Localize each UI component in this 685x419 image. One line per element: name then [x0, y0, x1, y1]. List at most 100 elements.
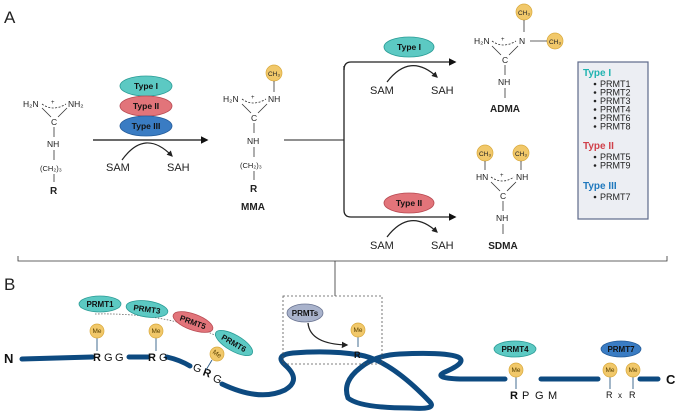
inset-residue: R — [354, 350, 361, 360]
branch-top-line — [343, 58, 457, 71]
prmt1-label: PRMT1 — [86, 300, 114, 309]
motif-rgg-r: R — [93, 352, 101, 364]
substrate-chain: (CH₂)₃ — [40, 164, 62, 173]
motif-rpgm-m: M — [548, 390, 557, 402]
n-terminus: N — [4, 351, 13, 366]
type2-branch-pill — [383, 192, 435, 214]
motif-rxr-r2: R — [629, 390, 636, 400]
me-label-prmt4: Me — [511, 367, 520, 374]
methyl-ball — [350, 322, 366, 338]
adma-nh: NH — [498, 77, 510, 87]
prmt4-label: PRMT4 — [501, 345, 529, 354]
motif-grg-g1: G — [191, 362, 203, 376]
motif-rxr-x: x — [618, 391, 622, 400]
substrate-nh: NH — [47, 139, 59, 149]
methyl-ball — [625, 362, 641, 378]
substrate-carbon: C — [51, 117, 57, 127]
substrate-charge: + — [51, 100, 55, 106]
legend-group-title: Type III — [583, 181, 617, 192]
prmt3-label: PRMT3 — [133, 303, 162, 316]
motif-rg-r: R — [148, 352, 156, 364]
substrate-r: R — [50, 186, 58, 197]
bullet-icon — [593, 82, 597, 86]
sam-label-1: SAM — [106, 162, 130, 174]
sah-label-top: SAH — [431, 85, 454, 97]
sdma-methyl-2: CH₃ — [515, 151, 527, 158]
motif-rpgm-g: G — [535, 390, 544, 402]
enzyme-stack: Type I Type II Type III — [119, 75, 173, 137]
mma-right-group: NH — [268, 94, 280, 104]
motif-rpgm-p: P — [522, 390, 529, 402]
legend-item: PRMT1 — [600, 79, 631, 89]
prmt7-label: PRMT7 — [607, 345, 635, 354]
panel-bracket — [17, 256, 668, 262]
sdma-name: SDMA — [488, 241, 517, 252]
type3-pill — [119, 115, 173, 137]
zoom-inset-box — [282, 295, 383, 365]
cofactor-arc-1 — [121, 142, 173, 161]
legend-item: PRMT5 — [600, 152, 631, 162]
bullet-icon — [593, 108, 597, 111]
sah-label-bottom: SAH — [431, 240, 454, 252]
sam-label-top: SAM — [370, 85, 394, 97]
branch-bottom-line — [343, 66, 457, 221]
sdma-nh: NH — [496, 213, 508, 223]
bullet-icon — [593, 164, 597, 167]
mma-chain: (CH₂)₃ — [240, 161, 262, 170]
panel-b-label: B — [4, 275, 15, 294]
bullet-icon — [593, 116, 597, 120]
mma-r: R — [250, 184, 258, 195]
me-label-2: Me — [151, 328, 160, 335]
me-label-1: Me — [92, 328, 101, 335]
c-terminus: C — [666, 372, 676, 387]
adma-carbon: C — [502, 55, 508, 65]
prmt3-pill — [125, 300, 169, 318]
prmts-pill — [286, 303, 324, 323]
sdma-carbon: C — [500, 191, 506, 201]
legend-item: PRMT4 — [600, 105, 631, 115]
prmts-label: PRMTs — [292, 309, 319, 318]
legend-item: PRMT3 — [600, 96, 631, 106]
motif-rgg-g1: G — [104, 352, 113, 364]
prmt7-pill — [600, 340, 642, 358]
protein-chain — [19, 349, 661, 411]
adma-name: ADMA — [490, 104, 520, 115]
sdma-left-group: HN — [476, 172, 488, 182]
substrate-right-group: NH₂ — [68, 99, 84, 109]
mma-nh: NH — [247, 136, 259, 146]
type1-pill-label: Type I — [134, 81, 158, 91]
prmt4-pill — [493, 340, 537, 358]
motif-grg-g2: G — [211, 373, 223, 387]
me-label-prmt7-1: Me — [605, 367, 614, 374]
legend-item: PRMT6 — [600, 113, 631, 123]
methyl-ball — [89, 323, 105, 339]
mma-charge: + — [251, 95, 255, 101]
legend-item: PRMT2 — [600, 88, 631, 98]
cofactor-arc-top — [386, 65, 438, 83]
mma-structure: CH₃ H₂N NH + C NH (CH₂)₃ R MMA — [223, 64, 283, 213]
legend-item: PRMT9 — [600, 161, 631, 171]
adma-left-group: H₂N — [474, 36, 490, 46]
mma-left-group: H₂N — [223, 94, 239, 104]
methyl-ball — [602, 362, 618, 378]
legend-group-title: Type II — [583, 141, 614, 152]
bullet-icon — [593, 195, 597, 199]
adma-right-group: N — [519, 36, 525, 46]
sdma-charge: + — [500, 173, 504, 179]
sah-label-1: SAH — [167, 162, 190, 174]
motif-rg-g: G — [159, 352, 168, 364]
type3-pill-label: Type III — [132, 121, 161, 131]
sdma-right-group: NH — [516, 172, 528, 182]
motif-rgg-g2: G — [115, 352, 124, 364]
bullet-icon — [593, 125, 597, 128]
motif-grg-r: R — [201, 367, 213, 381]
legend-item: PRMT7 — [600, 192, 631, 202]
arginine-substrate: H₂N NH₂ + C NH (CH₂)₃ R — [23, 99, 84, 197]
prmt1-pill — [78, 295, 122, 313]
legend-group-title: Type I — [583, 68, 611, 79]
mma-methyl: CH₃ — [268, 71, 280, 78]
sdma-structure: CH₃ CH₃ HN NH + C NH SDMA — [476, 144, 530, 252]
methyl-ball — [508, 362, 524, 378]
adma-methyl-1: CH₃ — [518, 10, 530, 17]
